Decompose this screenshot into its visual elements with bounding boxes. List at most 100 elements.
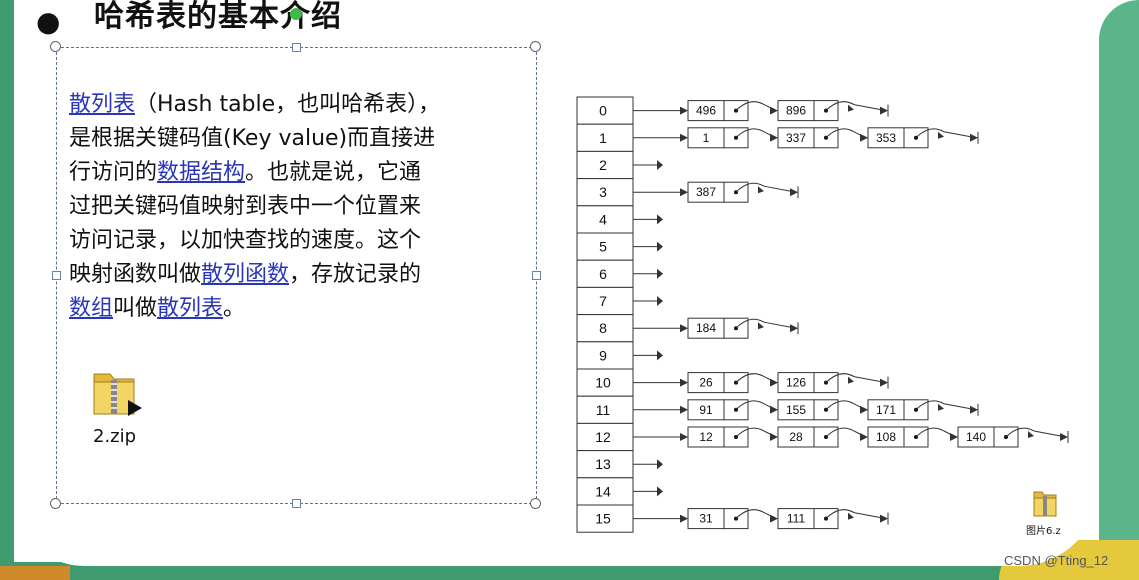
bucket-pointer-arrowhead — [680, 405, 688, 414]
array-link[interactable]: 数组 — [69, 296, 114, 321]
null-pointer-arrowhead — [657, 459, 663, 470]
bucket-pointer-arrowhead — [680, 188, 688, 197]
resize-handle-bottom-left[interactable] — [50, 498, 61, 509]
null-tail-arrowhead — [848, 104, 854, 112]
next-pointer-arrowhead — [770, 433, 778, 441]
bucket-pointer-arrowhead — [680, 514, 688, 523]
bucket-pointer-arrowhead — [680, 106, 688, 115]
next-pointer-arrowhead — [950, 433, 958, 441]
paragraph-text: 。 — [223, 296, 246, 321]
paragraph-text: （Hash table，也叫哈希表）， — [135, 92, 441, 117]
bucket-cell — [576, 395, 634, 424]
rotate-handle[interactable] — [290, 8, 302, 20]
bucket-cell — [576, 477, 634, 506]
bucket-index-label: 1 — [599, 130, 607, 146]
slide-bottom-left-accent — [0, 566, 70, 580]
node-value-label: 108 — [876, 430, 896, 444]
hash-table-link[interactable]: 散列表 — [69, 92, 136, 117]
slide-left-accent — [0, 0, 14, 580]
paragraph-line-3: 行访问的数据结构。也就是说，它通 — [69, 156, 529, 190]
next-pointer-arrowhead — [880, 378, 888, 387]
node-value-label: 353 — [876, 131, 896, 145]
resize-handle-top[interactable] — [292, 43, 301, 52]
paragraph-text: ，存放记录的 — [289, 262, 422, 287]
bucket-pointer-arrowhead — [680, 433, 688, 441]
null-pointer-arrowhead — [657, 160, 663, 170]
null-tail-arrowhead — [938, 403, 944, 411]
null-pointer-arrowhead — [657, 296, 663, 306]
bucket-index-label: 10 — [595, 375, 611, 391]
paragraph-line-1: 散列表（Hash table，也叫哈希表）， — [69, 88, 529, 122]
next-pointer-arrowhead — [770, 405, 778, 414]
image-file-label: 图片6.z — [1026, 526, 1061, 537]
resize-handle-bottom[interactable] — [292, 499, 301, 508]
next-pointer-line — [825, 101, 887, 112]
next-pointer-line — [1005, 427, 1067, 438]
node-value-label: 1 — [703, 131, 710, 145]
next-pointer-line — [735, 182, 797, 193]
bucket-index-label: 8 — [599, 320, 607, 336]
null-pointer-arrowhead — [657, 350, 663, 361]
next-pointer-line — [735, 101, 777, 112]
next-pointer-arrowhead — [860, 133, 868, 142]
bucket-cell — [576, 259, 634, 288]
bucket-cell — [576, 178, 634, 207]
paragraph-line-4: 过把关键码值映射到表中一个位置来 — [69, 194, 422, 219]
next-pointer-arrowhead — [770, 106, 778, 115]
next-pointer-line — [735, 509, 777, 520]
paragraph-text: 。也就是说，它通 — [245, 160, 422, 185]
next-pointer-arrowhead — [790, 188, 798, 197]
paragraph-text: 行访问的 — [69, 160, 158, 185]
bucket-index-label: 3 — [599, 184, 607, 200]
next-pointer-arrowhead — [860, 405, 868, 414]
resize-handle-left[interactable] — [52, 271, 61, 280]
slide-right-accent — [1099, 0, 1139, 580]
node-value-label: 155 — [786, 403, 806, 417]
node-value-label: 171 — [876, 403, 896, 417]
hash-table-link-2[interactable]: 散列表 — [157, 296, 224, 321]
resize-handle-top-left[interactable] — [50, 41, 61, 52]
next-pointer-arrowhead — [770, 133, 778, 142]
next-pointer-arrowhead — [790, 324, 798, 333]
next-pointer-line — [825, 509, 887, 520]
node-value-label: 184 — [696, 321, 716, 335]
bucket-index-label: 12 — [595, 429, 611, 445]
bucket-index-label: 15 — [595, 511, 611, 527]
bucket-index-label: 4 — [599, 211, 607, 227]
zip-file-label: 2.zip — [93, 426, 137, 447]
resize-handle-bottom-right[interactable] — [530, 498, 541, 509]
next-pointer-arrowhead — [970, 133, 978, 142]
bucket-index-label: 14 — [595, 483, 611, 499]
resize-handle-top-right[interactable] — [530, 41, 541, 52]
description-paragraph[interactable]: 散列表（Hash table，也叫哈希表）， 是根据关键码值(Key value… — [69, 88, 529, 326]
node-value-label: 28 — [789, 430, 803, 444]
node-value-label: 896 — [786, 104, 806, 118]
bucket-cell — [576, 314, 634, 343]
bucket-pointer-arrowhead — [680, 133, 688, 142]
bucket-index-label: 6 — [599, 266, 607, 282]
paragraph-line-6: 映射函数叫做散列函数，存放记录的 — [69, 258, 529, 292]
zip-file-icon[interactable] — [90, 366, 146, 418]
next-pointer-arrowhead — [970, 405, 978, 414]
bucket-index-label: 13 — [595, 456, 611, 472]
null-pointer-arrowhead — [657, 268, 663, 279]
null-tail-arrowhead — [938, 131, 944, 139]
hash-function-link[interactable]: 散列函数 — [201, 262, 290, 287]
data-structure-link[interactable]: 数据结构 — [157, 160, 246, 185]
node-value-label: 496 — [696, 104, 716, 118]
paragraph-line-2: 是根据关键码值(Key value)而直接进 — [69, 126, 436, 151]
next-pointer-arrowhead — [770, 378, 778, 387]
bucket-index-label: 7 — [599, 293, 607, 309]
bucket-index-label: 2 — [599, 157, 607, 173]
next-pointer-line — [915, 400, 977, 411]
bucket-cell — [576, 422, 634, 452]
slide-canvas — [14, 0, 1099, 566]
resize-handle-right[interactable] — [532, 271, 541, 280]
next-pointer-line — [735, 427, 777, 438]
title-bullet: ● — [36, 5, 61, 38]
node-value-label: 12 — [699, 430, 713, 444]
next-pointer-arrowhead — [860, 433, 868, 441]
null-tail-arrowhead — [848, 376, 854, 384]
paragraph-line-7: 数组叫做散列表。 — [69, 292, 529, 326]
image-file-icon[interactable] — [1032, 488, 1060, 518]
